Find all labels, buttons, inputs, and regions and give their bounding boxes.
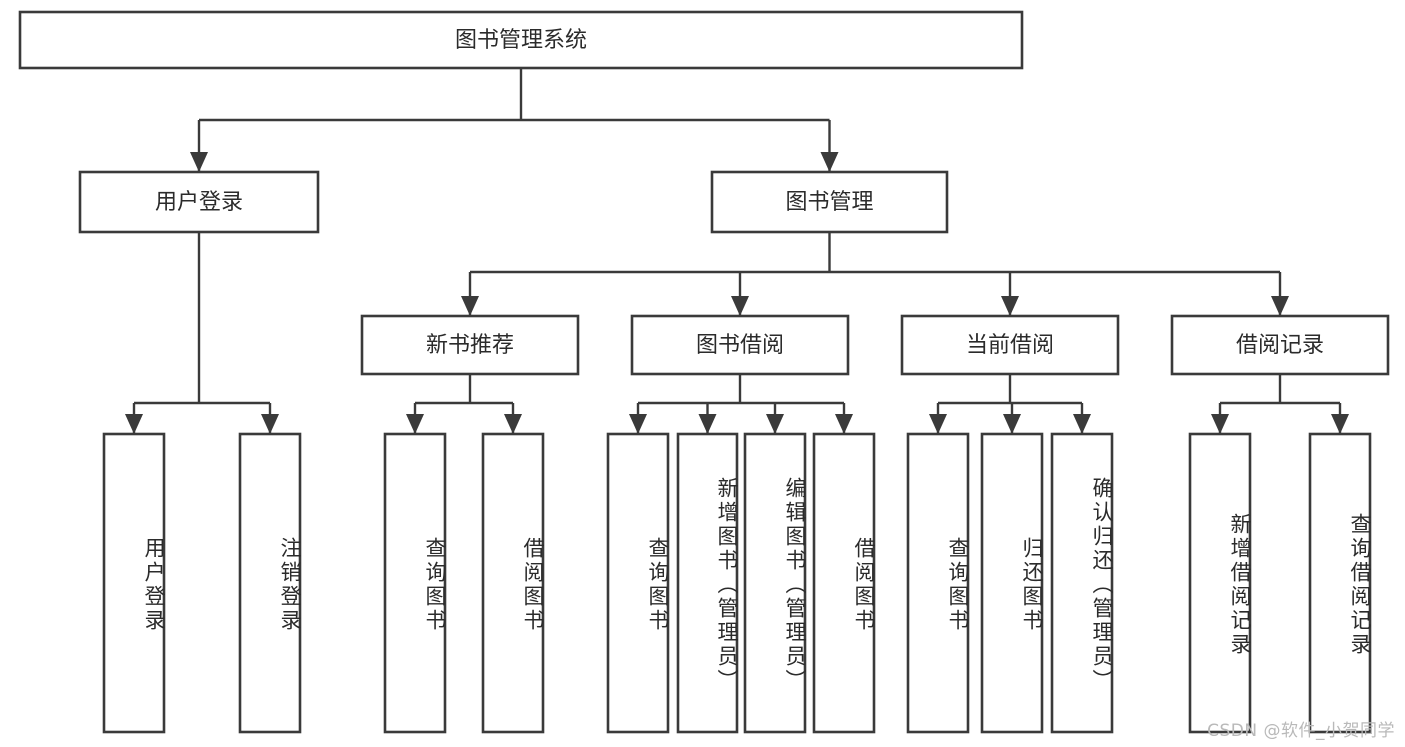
- node-label-book-manage: 图书管理: [785, 190, 873, 215]
- node-label-root: 图书管理系统: [455, 28, 587, 53]
- csdn-watermark: CSDN @软件_小贺同学: [1207, 721, 1395, 741]
- arrowhead-icon: [406, 414, 424, 434]
- node-box-leaf-edit-book[interactable]: [743, 432, 807, 734]
- node-box-user-login[interactable]: [78, 170, 320, 234]
- arrowhead-icon: [820, 152, 839, 172]
- node-label-book-borrow: 图书借阅: [696, 333, 784, 358]
- node-box-leaf-query-book-3[interactable]: [906, 432, 970, 734]
- node-box-book-manage[interactable]: [710, 170, 949, 234]
- node-box-leaf-query-book-1[interactable]: [383, 432, 447, 734]
- node-box-borrow-record[interactable]: [1170, 314, 1390, 376]
- node-label-current-borrow: 当前借阅: [966, 333, 1054, 358]
- arrowhead-icon: [698, 414, 717, 434]
- node-box-leaf-user-login[interactable]: [102, 432, 166, 734]
- node-box-leaf-query-record[interactable]: [1308, 432, 1372, 734]
- node-label-user-login: 用户登录: [155, 190, 243, 215]
- arrowhead-icon: [1073, 414, 1091, 434]
- arrowhead-icon: [1271, 296, 1289, 316]
- node-box-leaf-add-book[interactable]: [676, 432, 739, 734]
- arrowhead-icon: [461, 296, 479, 316]
- node-box-leaf-confirm-return[interactable]: [1050, 432, 1114, 734]
- arrowhead-icon: [1001, 296, 1019, 316]
- arrowhead-icon: [835, 414, 853, 434]
- arrowhead-icon: [1003, 414, 1021, 434]
- arrowhead-icon: [929, 414, 947, 434]
- node-box-leaf-add-record[interactable]: [1188, 432, 1252, 734]
- node-label-new-book-recommend: 新书推荐: [426, 333, 514, 358]
- arrowhead-icon: [261, 414, 279, 434]
- arrowhead-icon: [629, 414, 647, 434]
- node-box-new-book-recommend[interactable]: [360, 314, 580, 376]
- arrowhead-icon: [731, 296, 749, 316]
- boxes-layer: [18, 10, 1390, 734]
- arrowhead-icon: [1331, 414, 1349, 434]
- arrowhead-icon: [1211, 414, 1229, 434]
- node-box-leaf-logout[interactable]: [238, 432, 302, 734]
- node-box-leaf-query-book-2[interactable]: [606, 432, 670, 734]
- node-box-book-borrow[interactable]: [630, 314, 850, 376]
- node-box-leaf-return-book[interactable]: [980, 432, 1044, 734]
- node-box-leaf-borrow-book-2[interactable]: [812, 432, 876, 734]
- connectors-layer: [125, 68, 1349, 434]
- arrowhead-icon: [125, 414, 143, 434]
- node-label-borrow-record: 借阅记录: [1236, 333, 1324, 358]
- node-box-leaf-borrow-book-1[interactable]: [481, 432, 545, 734]
- arrowhead-icon: [766, 414, 784, 434]
- arrowhead-icon: [504, 414, 522, 434]
- arrowhead-icon: [190, 152, 208, 172]
- node-box-current-borrow[interactable]: [900, 314, 1120, 376]
- node-box-root[interactable]: [18, 10, 1024, 70]
